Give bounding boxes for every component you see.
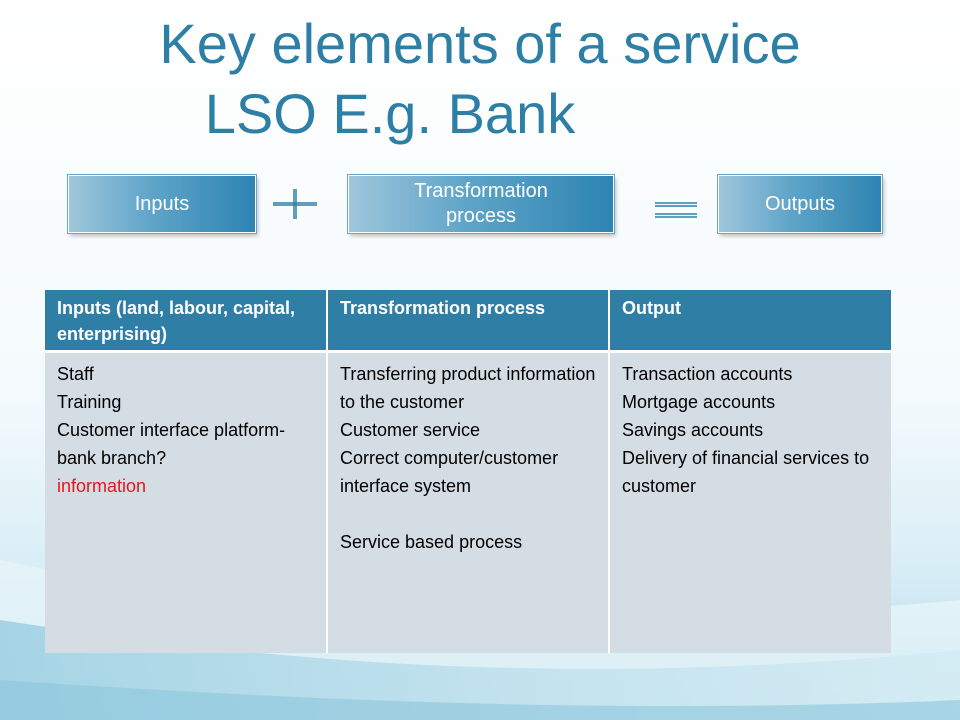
- highlighted-list-item: information: [57, 475, 147, 496]
- list-item: Training: [57, 391, 122, 412]
- list-item: Staff: [57, 363, 94, 384]
- plus-sign-icon: [273, 189, 317, 219]
- list-item: Delivery of financial services to custom…: [622, 447, 870, 496]
- outputs-box: Outputs: [718, 175, 882, 233]
- list-item: Service based process: [340, 531, 523, 552]
- header-transformation-process: Transformation process: [327, 290, 610, 353]
- list-item: Transaction accounts: [622, 363, 793, 384]
- transformation-process-box: Transformation process: [348, 175, 614, 233]
- inputs-transformation-output-table: Inputs (land, labour, capital, enterpris…: [45, 290, 891, 653]
- equals-sign-icon: [655, 202, 697, 218]
- slide-title-line2: LSO E.g. Bank: [204, 82, 576, 145]
- transformation-box-label-line1: Transformation: [414, 180, 548, 202]
- list-item: Transferring product information to the …: [340, 363, 596, 412]
- header-output: Output: [609, 290, 891, 353]
- list-item: Mortgage accounts: [622, 391, 776, 412]
- list-item: Correct computer/customer interface syst…: [340, 447, 559, 496]
- list-item: Customer service: [340, 419, 481, 440]
- header-inputs: Inputs (land, labour, capital, enterpris…: [45, 290, 328, 353]
- transformation-box-label-line2: process: [445, 205, 517, 227]
- list-item: Savings accounts: [622, 419, 764, 440]
- table-row: Staff Training Customer interface platfo…: [45, 351, 891, 653]
- outputs-box-label: Outputs: [764, 192, 836, 215]
- cell-output: Transaction accounts Mortgage accounts S…: [609, 351, 891, 653]
- inputs-box-label: Inputs: [134, 192, 190, 215]
- table-header-row: Inputs (land, labour, capital, enterpris…: [45, 290, 891, 353]
- list-item: Customer interface platform- bank branch…: [57, 419, 286, 468]
- inputs-box: Inputs: [68, 175, 256, 233]
- blank-line: [340, 500, 596, 528]
- cell-inputs: Staff Training Customer interface platfo…: [45, 351, 328, 653]
- cell-transformation-process: Transferring product information to the …: [327, 351, 610, 653]
- slide-title-line1: Key elements of a service: [159, 12, 801, 75]
